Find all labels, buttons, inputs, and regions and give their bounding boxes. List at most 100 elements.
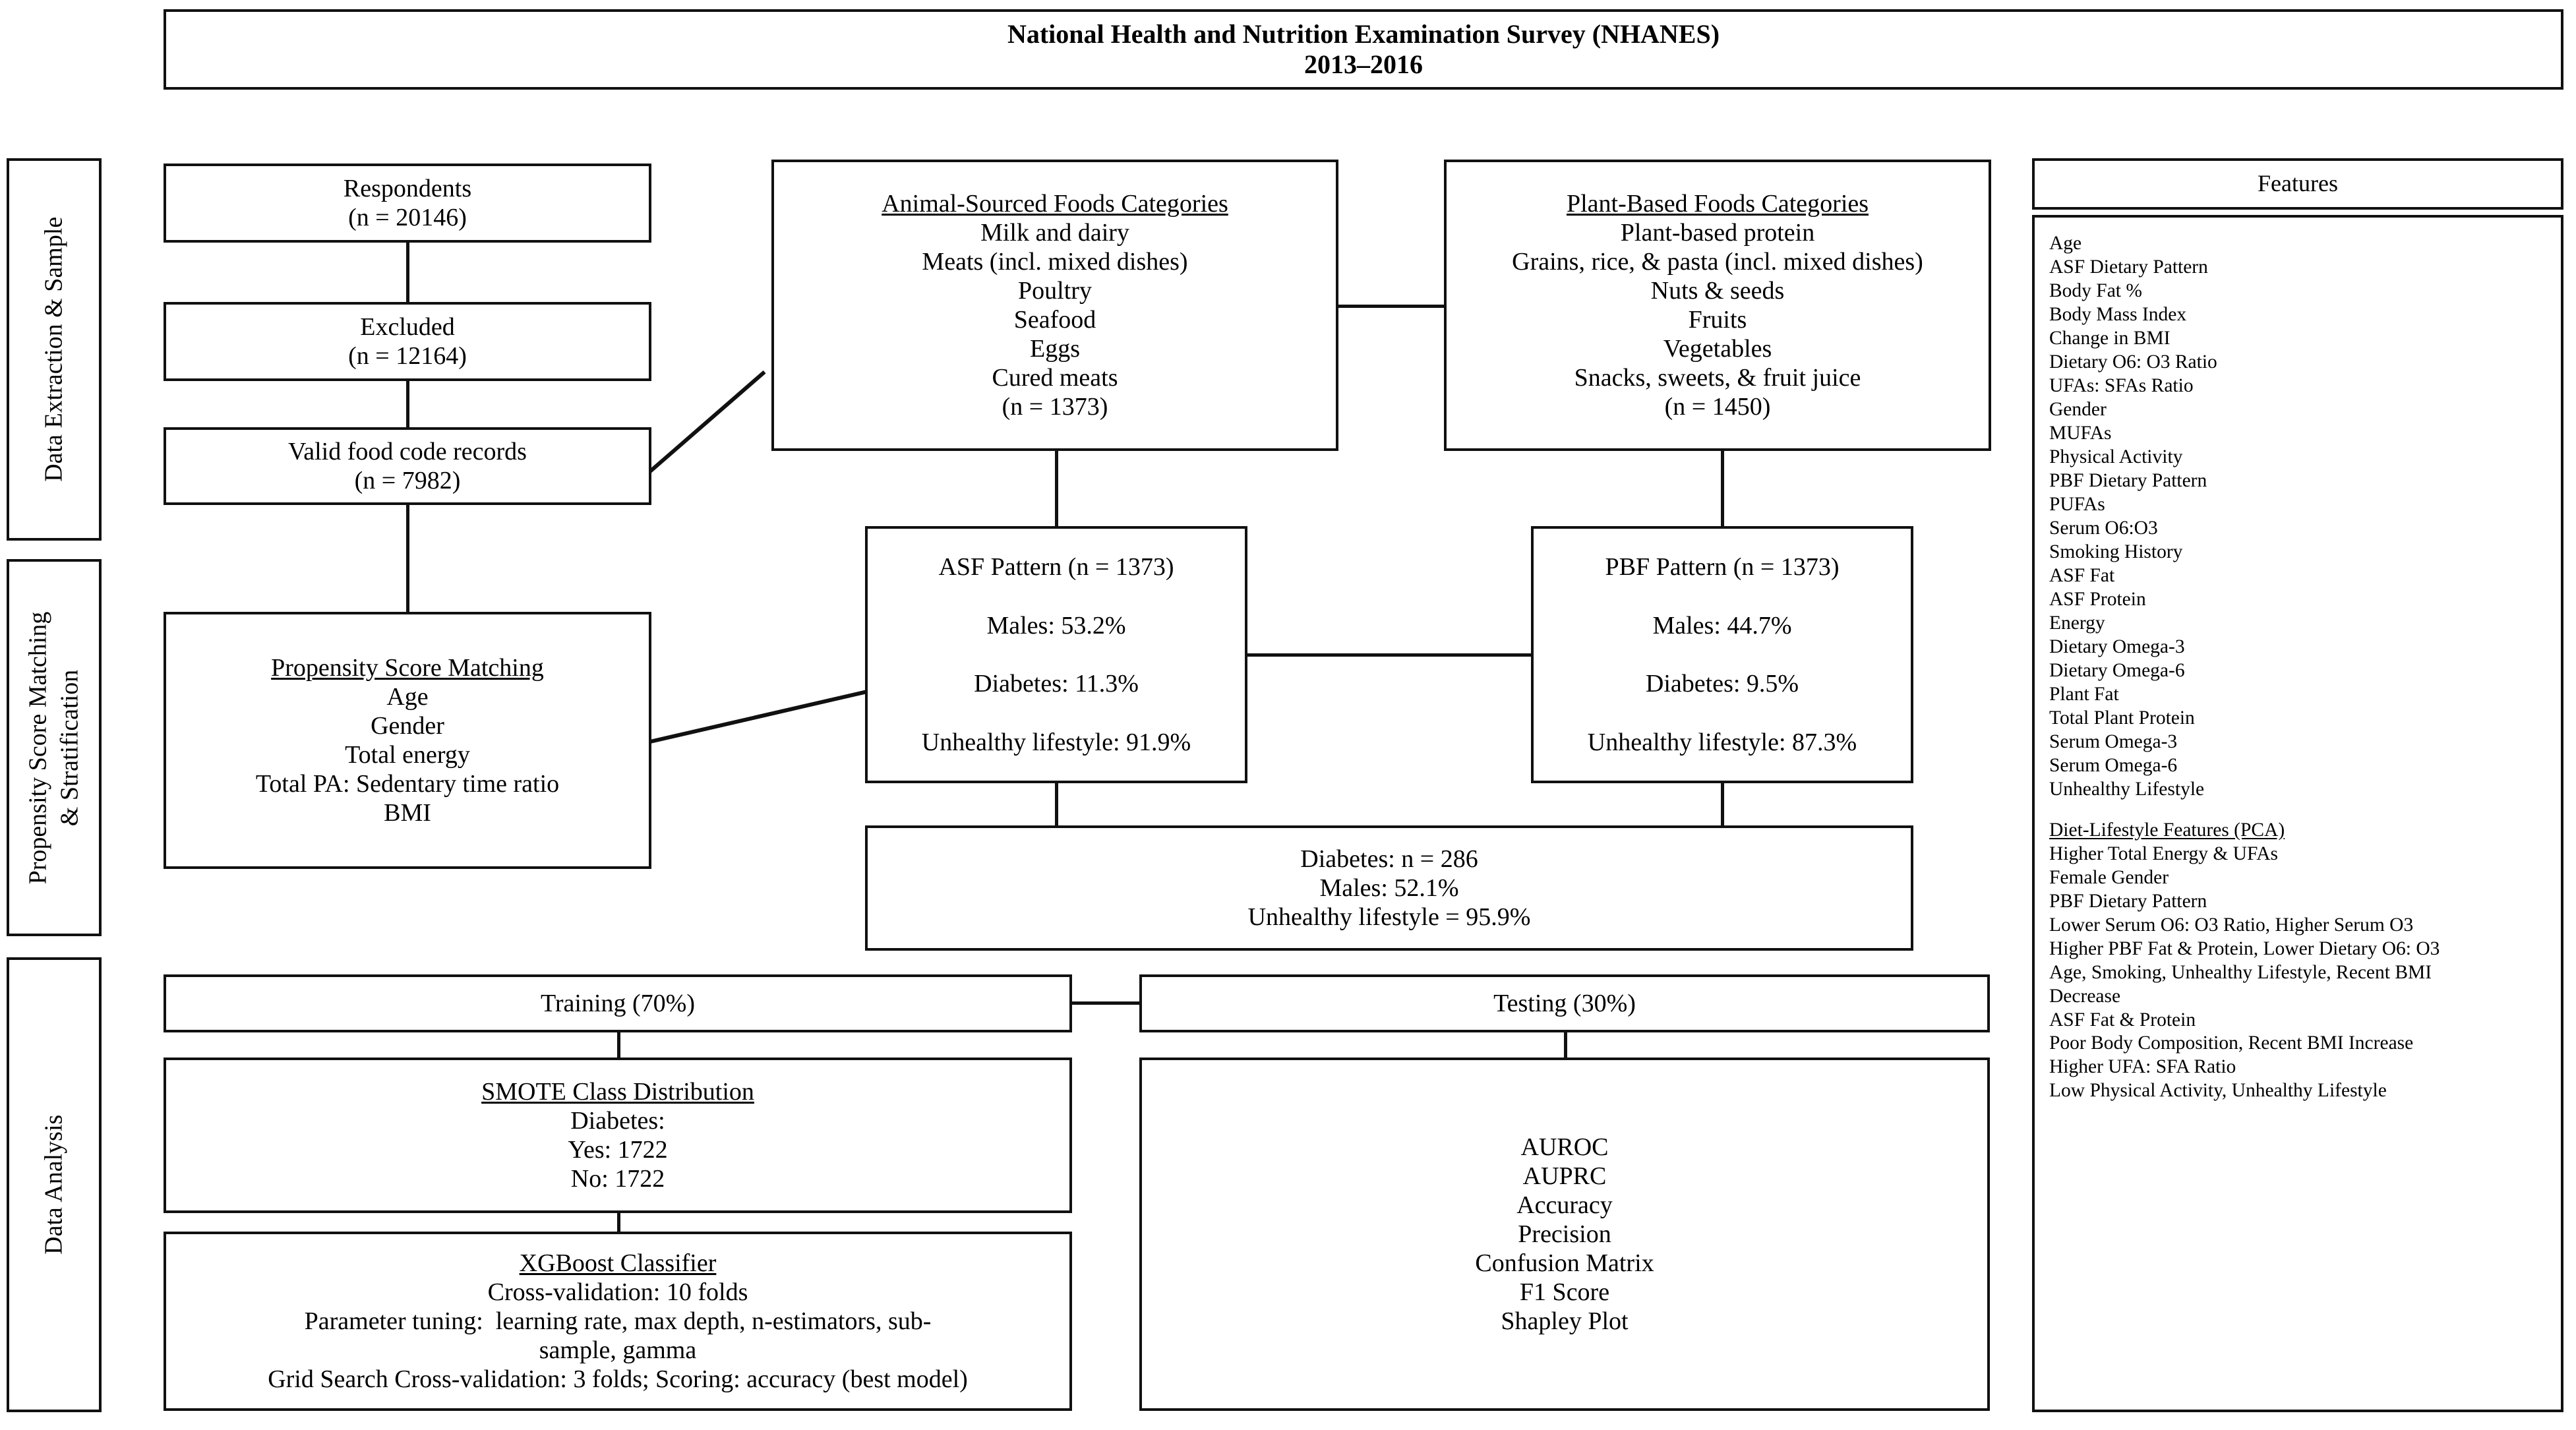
feature-item: Change in BMI bbox=[2049, 327, 2171, 349]
header-line-1: National Health and Nutrition Examinatio… bbox=[1007, 18, 1720, 49]
metric-item: Precision bbox=[1518, 1220, 1611, 1248]
feature-item: Body Fat % bbox=[2049, 280, 2142, 301]
asf-category-item: Eggs bbox=[1030, 335, 1080, 363]
pca-feature-item: Higher Total Energy & UFAs bbox=[2049, 843, 2278, 864]
asf-pattern-box: ASF Pattern (n = 1373) Males: 53.2% Diab… bbox=[865, 526, 1247, 783]
xgboost-title: XGBoost Classifier bbox=[519, 1249, 717, 1277]
connector-respondents-excluded bbox=[406, 241, 409, 305]
asf-pattern-unhealthy: Unhealthy lifestyle: 91.9% bbox=[921, 728, 1191, 756]
connector-psm-to-asf-pattern bbox=[649, 690, 867, 744]
feature-item: Plant Fat bbox=[2049, 683, 2119, 705]
pbf-pattern-title: PBF Pattern (n = 1373) bbox=[1605, 553, 1840, 581]
connector-pbf-pattern-down bbox=[1721, 782, 1724, 831]
pbf-category-item: Nuts & seeds bbox=[1650, 276, 1785, 305]
valid-records-box: Valid food code records (n = 7982) bbox=[164, 427, 651, 505]
respondents-count: (n = 20146) bbox=[348, 204, 467, 231]
feature-item: Total Plant Protein bbox=[2049, 707, 2195, 729]
testing-box: Testing (30%) bbox=[1139, 974, 1990, 1032]
connector-asf-pbf-categories bbox=[1337, 305, 1445, 308]
training-label: Training (70%) bbox=[541, 989, 695, 1017]
xgboost-grid-search: Grid Search Cross-validation: 3 folds; S… bbox=[268, 1365, 968, 1394]
pca-feature-item: Age, Smoking, Unhealthy Lifestyle, Recen… bbox=[2049, 961, 2432, 983]
connector-valid-psm bbox=[406, 504, 409, 614]
psm-item: BMI bbox=[384, 799, 431, 827]
xgboost-tuning-1: Parameter tuning: learning rate, max dep… bbox=[304, 1307, 932, 1335]
asf-category-item: Milk and dairy bbox=[980, 218, 1129, 247]
connector-asf-categories-to-pattern bbox=[1055, 450, 1058, 527]
metric-item: F1 Score bbox=[1519, 1278, 1610, 1307]
features-list-box: Age ASF Dietary Pattern Body Fat % Body … bbox=[2032, 215, 2563, 1412]
asf-categories-count: (n = 1373) bbox=[1002, 393, 1108, 421]
pbf-pattern-males: Males: 44.7% bbox=[1652, 611, 1792, 640]
feature-item: MUFAs bbox=[2049, 422, 2112, 444]
feature-item: Smoking History bbox=[2049, 541, 2183, 562]
asf-pattern-title: ASF Pattern (n = 1373) bbox=[938, 553, 1174, 581]
feature-item: ASF Protein bbox=[2049, 588, 2146, 610]
diabetes-summary-n: Diabetes: n = 286 bbox=[1300, 845, 1478, 873]
feature-item: Age bbox=[2049, 233, 2082, 254]
connector-pbf-categories-to-pattern bbox=[1721, 450, 1724, 527]
asf-categories-title: Animal-Sourced Foods Categories bbox=[882, 189, 1228, 218]
psm-title: Propensity Score Matching bbox=[271, 653, 544, 682]
features-title-label: Features bbox=[2258, 170, 2338, 197]
pbf-category-item: Plant-based protein bbox=[1620, 218, 1815, 247]
respondents-box: Respondents (n = 20146) bbox=[164, 164, 651, 243]
pca-feature-item: Higher PBF Fat & Protein, Lower Dietary … bbox=[2049, 938, 2440, 959]
asf-pattern-males: Males: 53.2% bbox=[986, 611, 1126, 640]
pbf-categories-count: (n = 1450) bbox=[1664, 393, 1771, 421]
excluded-box: Excluded (n = 12164) bbox=[164, 302, 651, 381]
feature-item: Serum Omega-3 bbox=[2049, 730, 2178, 752]
pbf-categories-title: Plant-Based Foods Categories bbox=[1566, 189, 1869, 218]
smote-box: SMOTE Class Distribution Diabetes: Yes: … bbox=[164, 1058, 1072, 1213]
testing-label: Testing (30%) bbox=[1493, 989, 1636, 1017]
pca-feature-item: Lower Serum O6: O3 Ratio, Higher Serum O… bbox=[2049, 914, 2414, 936]
pbf-category-item: Grains, rice, & pasta (incl. mixed dishe… bbox=[1512, 247, 1923, 276]
pbf-category-item: Snacks, sweets, & fruit juice bbox=[1574, 364, 1861, 392]
feature-item: Serum O6:O3 bbox=[2049, 517, 2158, 539]
feature-item: Energy bbox=[2049, 612, 2105, 634]
xgboost-box: XGBoost Classifier Cross-validation: 10 … bbox=[164, 1232, 1072, 1411]
pca-feature-item: Female Gender bbox=[2049, 866, 2169, 888]
feature-item: Dietary Omega-6 bbox=[2049, 659, 2185, 681]
stage-label-text-line2: & Stratification bbox=[55, 669, 83, 826]
connector-smote-xgboost bbox=[617, 1212, 620, 1234]
feature-item: Gender bbox=[2049, 398, 2107, 420]
excluded-label: Excluded bbox=[360, 313, 455, 341]
pbf-pattern-unhealthy: Unhealthy lifestyle: 87.3% bbox=[1587, 728, 1857, 756]
connector-training-testing bbox=[1068, 1001, 1143, 1005]
pbf-pattern-box: PBF Pattern (n = 1373) Males: 44.7% Diab… bbox=[1531, 526, 1913, 783]
header-line-2: 2013–2016 bbox=[1304, 49, 1423, 79]
connector-valid-to-asf-categories bbox=[649, 370, 766, 473]
smote-title: SMOTE Class Distribution bbox=[481, 1077, 754, 1106]
pca-feature-item: Decrease bbox=[2049, 985, 2121, 1007]
pbf-category-item: Vegetables bbox=[1663, 335, 1772, 363]
feature-item: ASF Dietary Pattern bbox=[2049, 256, 2208, 278]
stage-label-text: Data Extraction & Sample bbox=[40, 216, 68, 483]
pbf-category-item: Fruits bbox=[1688, 306, 1747, 334]
excluded-count: (n = 12164) bbox=[348, 342, 467, 370]
psm-item: Total energy bbox=[345, 741, 470, 769]
psm-item: Gender bbox=[371, 711, 444, 740]
metric-item: AUROC bbox=[1520, 1133, 1609, 1161]
feature-item: Physical Activity bbox=[2049, 446, 2183, 467]
connector-asf-pbf-pattern bbox=[1245, 653, 1534, 657]
diabetes-summary-box: Diabetes: n = 286 Males: 52.1% Unhealthy… bbox=[865, 825, 1913, 951]
diabetes-summary-unhealthy: Unhealthy lifestyle = 95.9% bbox=[1247, 903, 1531, 932]
metric-item: Confusion Matrix bbox=[1475, 1249, 1654, 1278]
stage-label-data-extraction: Data Extraction & Sample bbox=[7, 158, 102, 541]
feature-item: Body Mass Index bbox=[2049, 303, 2187, 325]
feature-item: Serum Omega-6 bbox=[2049, 754, 2178, 776]
feature-item: Dietary O6: O3 Ratio bbox=[2049, 351, 2217, 372]
xgboost-tuning-2: sample, gamma bbox=[539, 1336, 697, 1365]
stage-label-propensity-score-matching: Propensity Score Matching & Stratificati… bbox=[7, 559, 102, 936]
feature-item: PUFAs bbox=[2049, 493, 2105, 515]
asf-category-item: Poultry bbox=[1018, 276, 1092, 305]
psm-item: Age bbox=[386, 682, 429, 711]
stage-label-text: Data Analysis bbox=[40, 1114, 68, 1255]
pca-feature-item: ASF Fat & Protein bbox=[2049, 1009, 2196, 1030]
metric-item: Shapley Plot bbox=[1501, 1307, 1629, 1336]
connector-training-smote bbox=[617, 1031, 620, 1060]
feature-item: Unhealthy Lifestyle bbox=[2049, 778, 2205, 800]
valid-records-label: Valid food code records bbox=[288, 437, 527, 465]
